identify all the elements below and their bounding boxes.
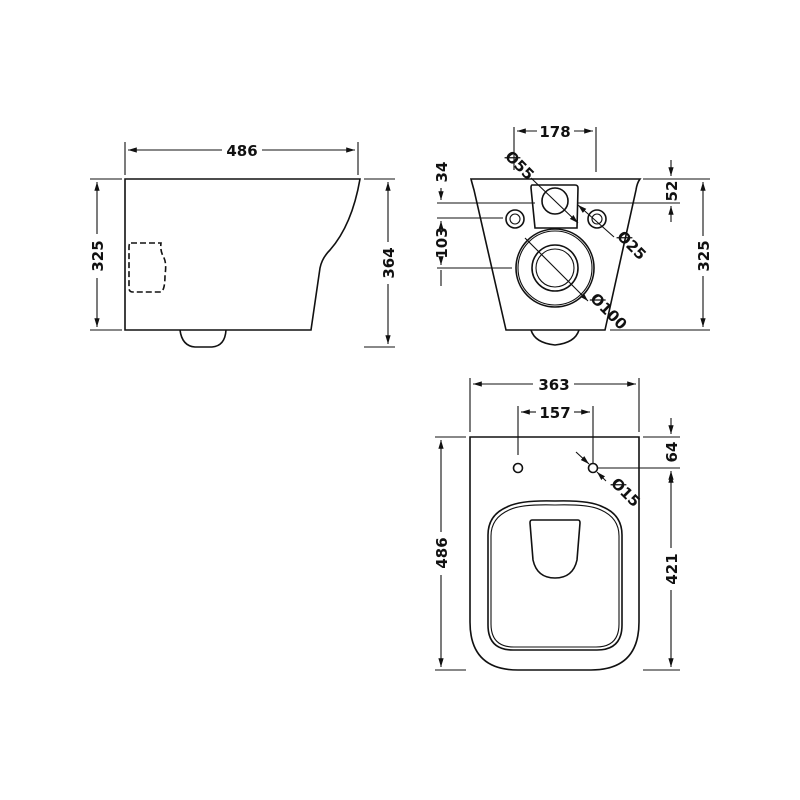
dim-side-overall-height: 364 bbox=[380, 247, 398, 278]
rear-outlet-spigot bbox=[530, 329, 580, 346]
top-outline bbox=[469, 436, 640, 671]
outlet-outer-ring bbox=[517, 230, 593, 306]
outlet-bore bbox=[535, 248, 575, 288]
dim-side-length: 486 bbox=[226, 142, 257, 160]
dim-rear-height: 325 bbox=[695, 240, 713, 271]
dim-fixing-height: 103 bbox=[433, 227, 451, 258]
inlet-plate bbox=[530, 184, 579, 229]
dim-inlet-offset: 34 bbox=[433, 162, 451, 183]
fixing-hole-left-inner bbox=[509, 213, 521, 225]
top-view: 363 157 Ø15 64 421 486 bbox=[433, 376, 681, 671]
dim-top-width: 363 bbox=[538, 376, 569, 394]
dim-side-body-height: 325 bbox=[89, 240, 107, 271]
dim-seat-hole-spacing: 157 bbox=[539, 404, 570, 422]
outlet-inner bbox=[531, 244, 579, 292]
rear-outline bbox=[469, 178, 642, 331]
dim-hole-offset: 64 bbox=[663, 442, 681, 463]
fixing-hole-right-outer bbox=[587, 209, 607, 229]
dim-hole-to-front: 421 bbox=[663, 553, 681, 584]
concealed-fixing-outline bbox=[128, 242, 167, 293]
rear-view: 178 Ø55 Ø25 Ø100 34 103 52 325 bbox=[433, 123, 713, 346]
dim-outlet-diameter: Ø100 bbox=[587, 290, 631, 334]
seat-rim-outer bbox=[487, 500, 623, 651]
outlet-outer bbox=[515, 228, 595, 308]
seat-hole-right bbox=[587, 462, 599, 474]
bowl-opening bbox=[529, 519, 581, 579]
dim-top-to-fixing: 52 bbox=[663, 181, 681, 202]
dim-fixing-hole-diameter: Ø25 bbox=[613, 227, 650, 264]
fixing-hole-left-outer bbox=[505, 209, 525, 229]
dim-top-length: 486 bbox=[433, 537, 451, 568]
seat-hole-left bbox=[512, 462, 524, 474]
inlet-hole bbox=[541, 187, 569, 215]
side-outlet-spigot bbox=[179, 329, 227, 348]
seat-rim-inner bbox=[490, 504, 620, 648]
dim-fixing-spacing: 178 bbox=[539, 123, 570, 141]
fixing-hole-right-inner bbox=[591, 213, 603, 225]
side-view: 486 325 364 bbox=[89, 142, 398, 348]
side-profile-outline bbox=[124, 178, 361, 331]
